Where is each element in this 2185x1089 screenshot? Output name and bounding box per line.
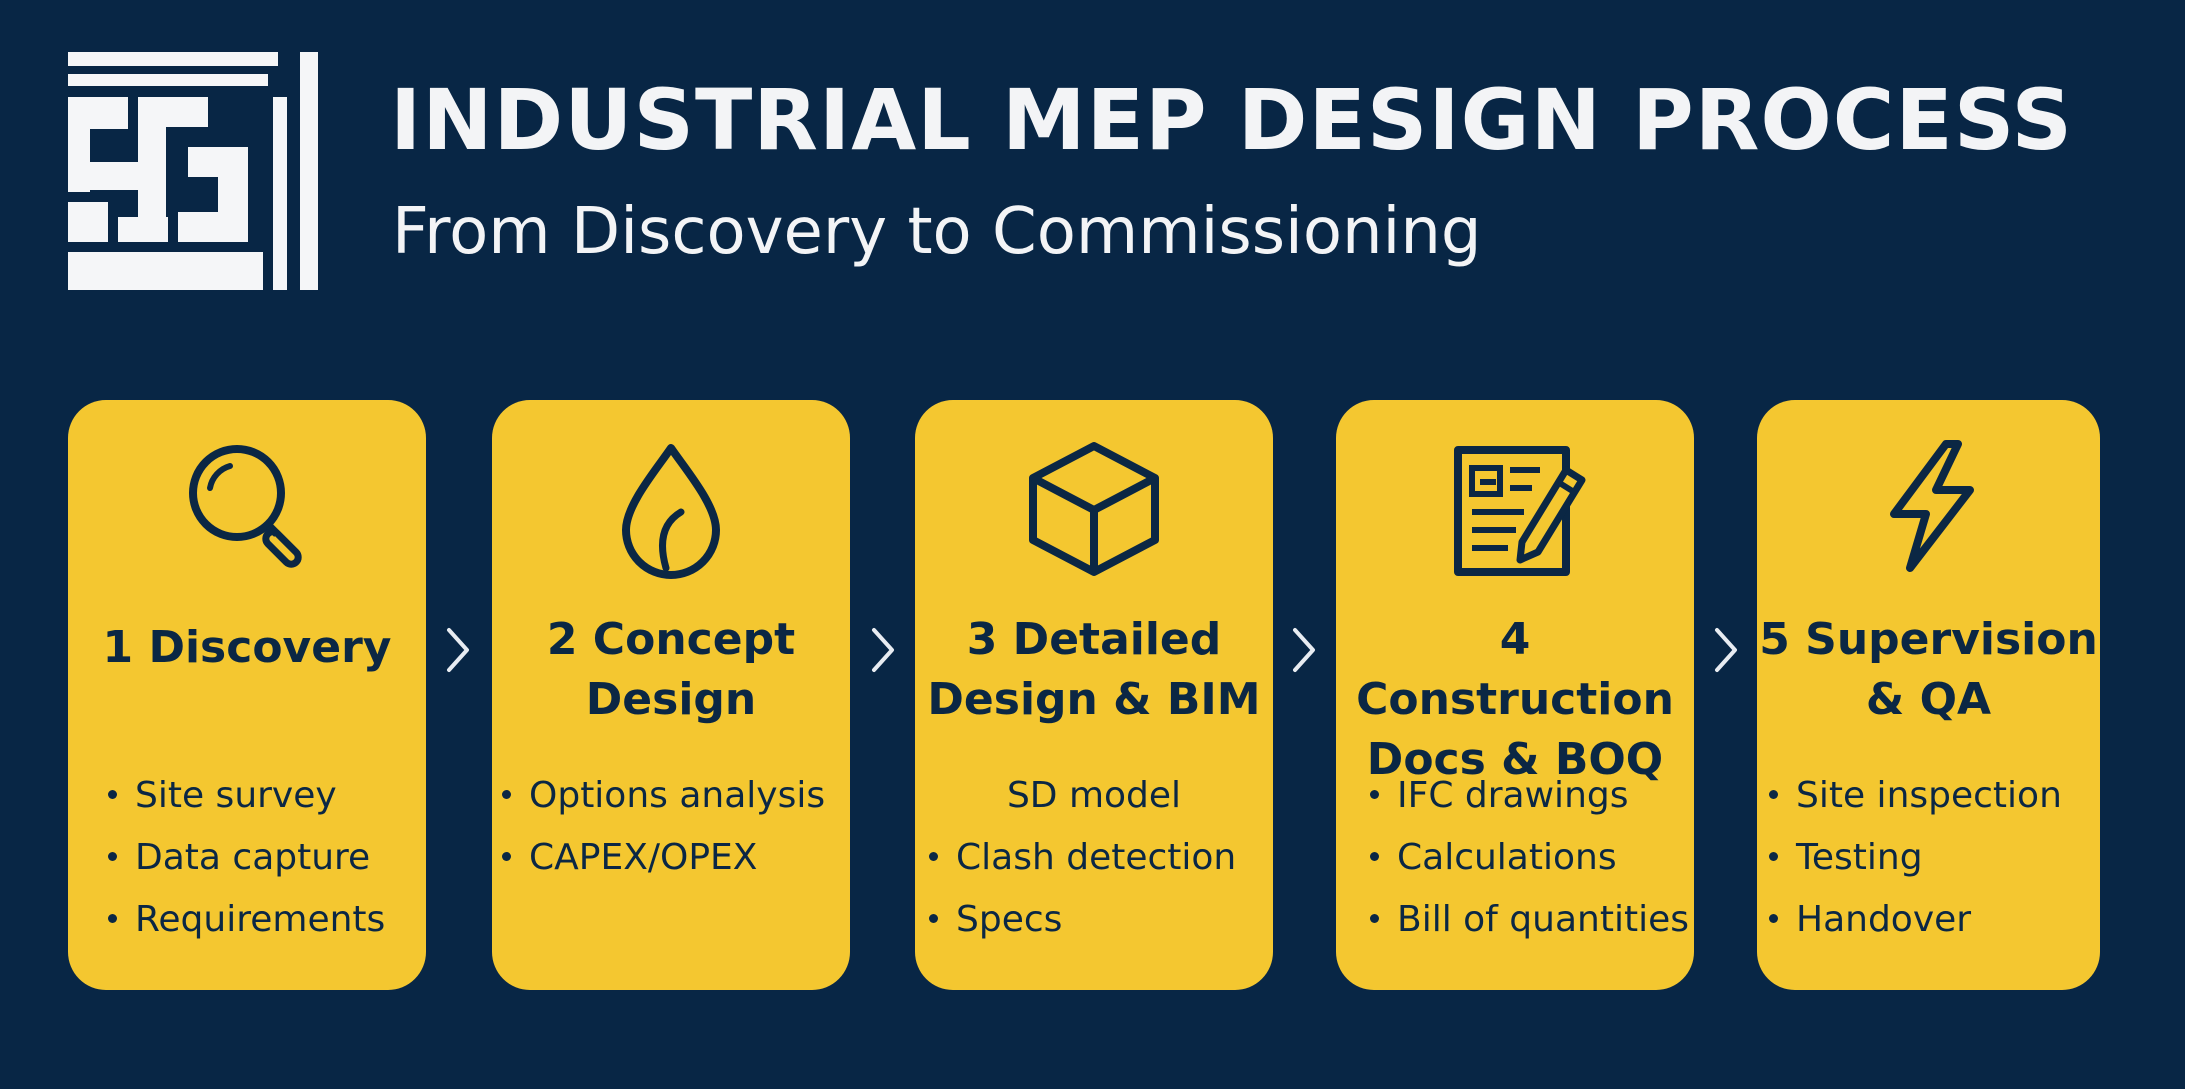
item-text: Requirements	[135, 899, 386, 940]
item-text: Handover	[1796, 899, 1972, 940]
step-items: IFC drawings Calculations Bill of quanti…	[1336, 765, 1694, 951]
bullet-icon	[1370, 913, 1379, 923]
chevron-right-icon	[1289, 620, 1319, 680]
bullet-icon	[108, 851, 117, 861]
item-text: Site inspection	[1796, 775, 2062, 816]
step-title-line: 3 Detailed	[966, 614, 1222, 665]
list-item: Specs	[929, 889, 1273, 951]
magnifier-icon	[172, 430, 322, 580]
step-title: 3 Detailed Design & BIM	[923, 610, 1265, 730]
item-text: Clash detection	[956, 837, 1237, 878]
bullet-icon	[929, 851, 938, 861]
list-item: SD model	[929, 765, 1273, 827]
step-items: Site inspection Testing Handover	[1757, 765, 2100, 951]
item-text: Testing	[1796, 837, 1923, 878]
step-title: 4 Construction Docs & BOQ	[1344, 610, 1686, 790]
step-title-line: 5 Supervision	[1759, 614, 2098, 665]
chevron-right-icon	[443, 620, 473, 680]
step-items: Options analysis CAPEX/OPEX	[492, 765, 850, 889]
bullet-icon	[502, 851, 511, 861]
step-card-construction-docs-boq: 4 Construction Docs & BOQ IFC drawings C…	[1336, 400, 1694, 990]
list-item: Handover	[1769, 889, 2100, 951]
step-card-supervision-qa: 5 Supervision & QA Site inspection Testi…	[1757, 400, 2100, 990]
list-item: Site inspection	[1769, 765, 2100, 827]
step-card-discovery: 1 Discovery Site survey Data capture Req…	[68, 400, 426, 990]
bullet-icon	[1769, 789, 1778, 799]
company-logo	[68, 52, 324, 290]
step-title-line: & QA	[1865, 674, 1992, 725]
list-item: CAPEX/OPEX	[502, 827, 850, 889]
item-text: Site survey	[135, 775, 337, 816]
item-text: CAPEX/OPEX	[529, 837, 758, 878]
item-text: Options analysis	[529, 775, 826, 816]
list-item: Calculations	[1370, 827, 1694, 889]
step-title-line: 4 Construction	[1356, 614, 1674, 725]
bullet-icon	[1370, 851, 1379, 861]
bullet-icon	[1769, 913, 1778, 923]
step-title: 5 Supervision & QA	[1757, 610, 2100, 730]
list-item: Requirements	[108, 889, 426, 951]
logo-mark-icon	[68, 52, 318, 290]
step-title-line: 1 Discovery	[102, 622, 392, 673]
list-item: IFC drawings	[1370, 765, 1694, 827]
list-item: Options analysis	[502, 765, 850, 827]
step-title-line: Design	[585, 674, 757, 725]
step-title-line: 2 Concept	[546, 614, 796, 665]
step-items: Site survey Data capture Requirements	[68, 765, 426, 951]
water-drop-icon	[596, 430, 746, 580]
step-card-detailed-design-bim: 3 Detailed Design & BIM SD model Clash d…	[915, 400, 1273, 990]
step-title: 1 Discovery	[76, 618, 418, 678]
chevron-right-icon	[1711, 620, 1741, 680]
chevron-right-icon	[868, 620, 898, 680]
bullet-icon	[502, 789, 511, 799]
bullet-icon	[108, 789, 117, 799]
step-title-line: Docs & BOQ	[1366, 734, 1664, 785]
step-title-line: Design & BIM	[927, 674, 1261, 725]
item-text: Calculations	[1397, 837, 1617, 878]
page-title: INDUSTRIAL MEP DESIGN PROCESS	[390, 71, 2074, 169]
item-text: Bill of quantities	[1397, 899, 1689, 940]
list-item: Testing	[1769, 827, 2100, 889]
list-item: Clash detection	[929, 827, 1273, 889]
list-item: Bill of quantities	[1370, 889, 1694, 951]
lightning-icon	[1854, 430, 2004, 580]
page-subtitle: From Discovery to Commissioning	[392, 195, 1482, 269]
item-text: SD model	[1006, 775, 1182, 816]
item-text: IFC drawings	[1397, 775, 1629, 816]
list-item: Site survey	[108, 765, 426, 827]
bullet-icon	[1370, 789, 1379, 799]
bullet-icon	[1769, 851, 1778, 861]
step-title: 2 Concept Design	[500, 610, 842, 730]
bullet-icon	[108, 913, 117, 923]
item-text: Specs	[956, 899, 1063, 940]
cube-icon	[1019, 430, 1169, 580]
bullet-icon	[929, 913, 938, 923]
step-items: SD model Clash detection Specs	[915, 765, 1273, 951]
list-item: Data capture	[108, 827, 426, 889]
document-pencil-icon	[1440, 430, 1590, 580]
step-card-concept-design: 2 Concept Design Options analysis CAPEX/…	[492, 400, 850, 990]
item-text: Data capture	[135, 837, 371, 878]
